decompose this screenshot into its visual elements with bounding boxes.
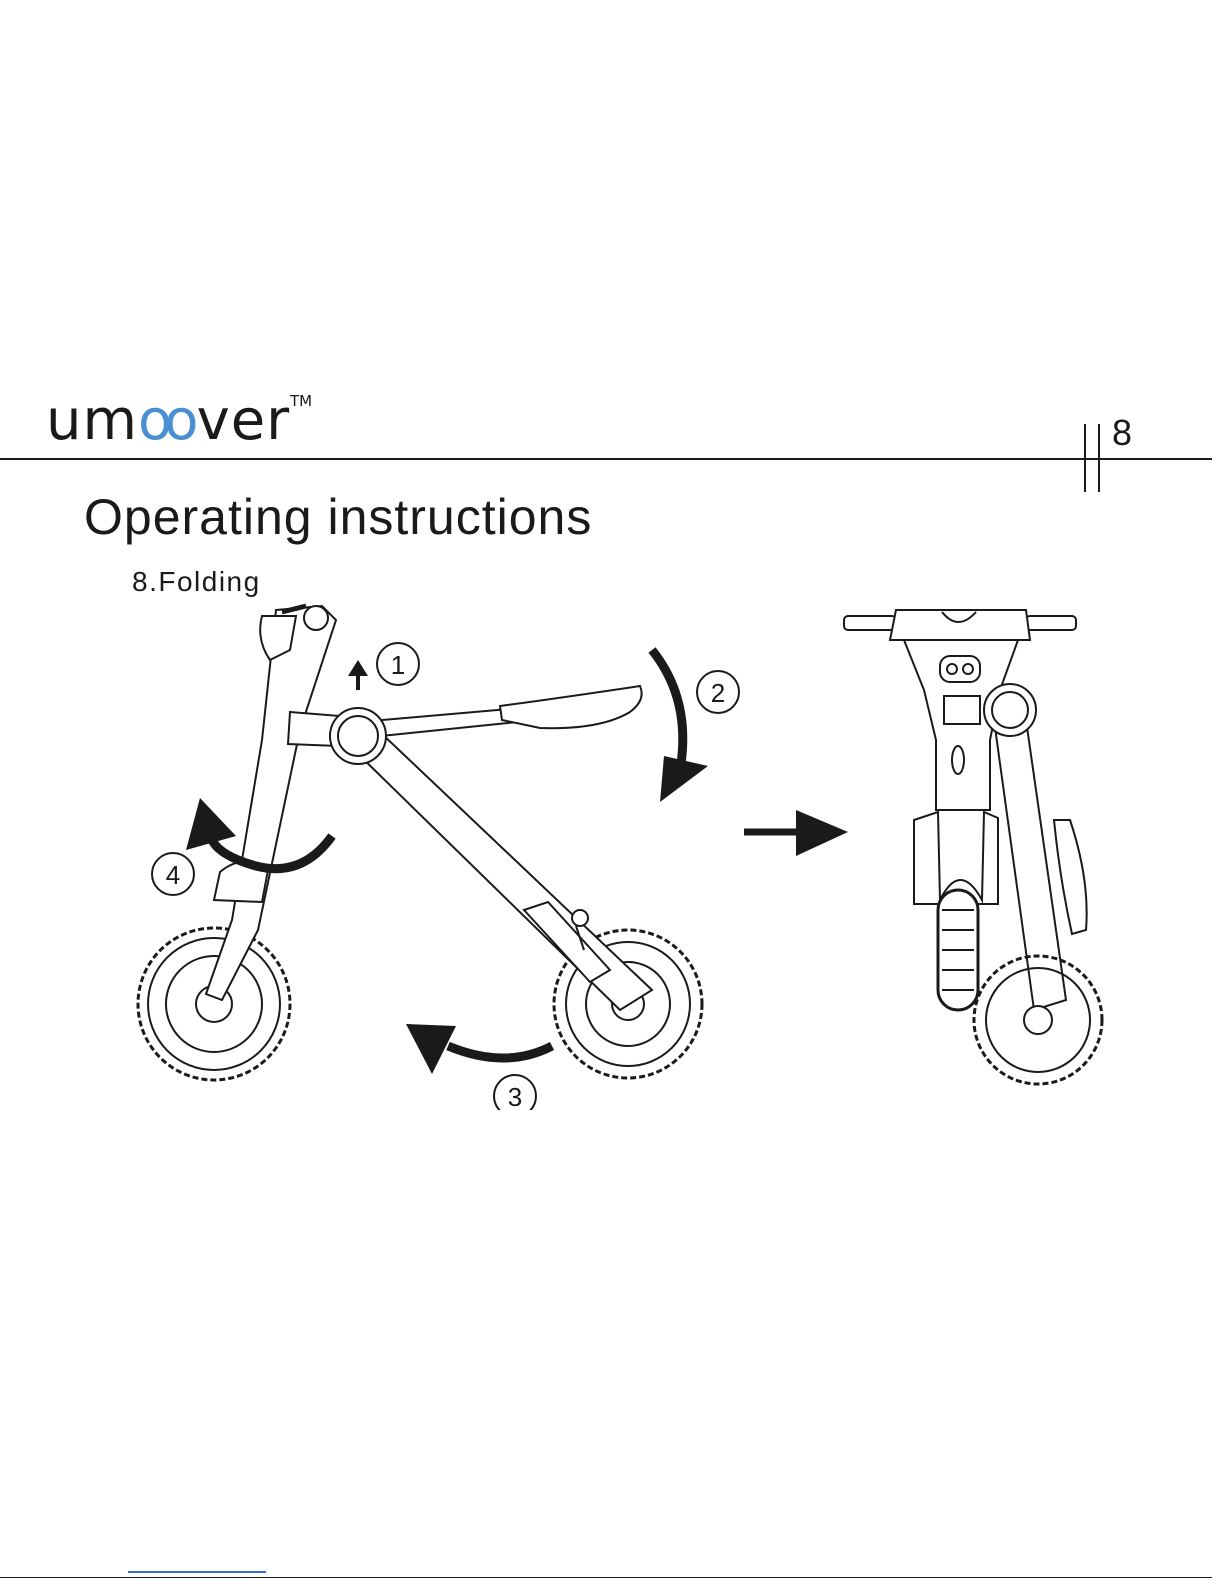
logo-suffix: ver bbox=[197, 388, 291, 453]
header-rule bbox=[0, 458, 1212, 460]
trademark-mark: TM bbox=[290, 392, 312, 410]
page-number: 8 bbox=[1112, 412, 1132, 454]
footer-link-underline bbox=[128, 1571, 266, 1573]
unfolded-scooter bbox=[138, 606, 702, 1080]
step-3-arrow bbox=[406, 1024, 552, 1074]
page-divider-left bbox=[1084, 424, 1086, 492]
footer-rule bbox=[0, 1577, 1212, 1578]
folded-scooter bbox=[844, 610, 1102, 1084]
step-4-label: 4 bbox=[166, 860, 180, 890]
step-2-marker: 2 bbox=[697, 671, 739, 713]
step-1-arrow bbox=[348, 660, 368, 690]
step-2-label: 2 bbox=[711, 678, 725, 708]
step-3-label: 3 bbox=[508, 1082, 522, 1110]
rear-wheel bbox=[138, 928, 290, 1080]
step-4-marker: 4 bbox=[152, 853, 194, 895]
page-title: Operating instructions bbox=[84, 488, 592, 546]
step-2-arrow bbox=[652, 650, 708, 802]
page-divider-right bbox=[1098, 424, 1100, 492]
step-1-label: 1 bbox=[391, 650, 405, 680]
logo-prefix: um bbox=[46, 388, 138, 453]
transition-arrow bbox=[744, 810, 848, 856]
step-1-marker: 1 bbox=[377, 643, 419, 685]
logo-infinity: oo bbox=[138, 388, 191, 453]
step-3-marker: 3 bbox=[494, 1075, 536, 1110]
folding-illustration: 1 2 3 4 bbox=[0, 590, 1212, 1110]
